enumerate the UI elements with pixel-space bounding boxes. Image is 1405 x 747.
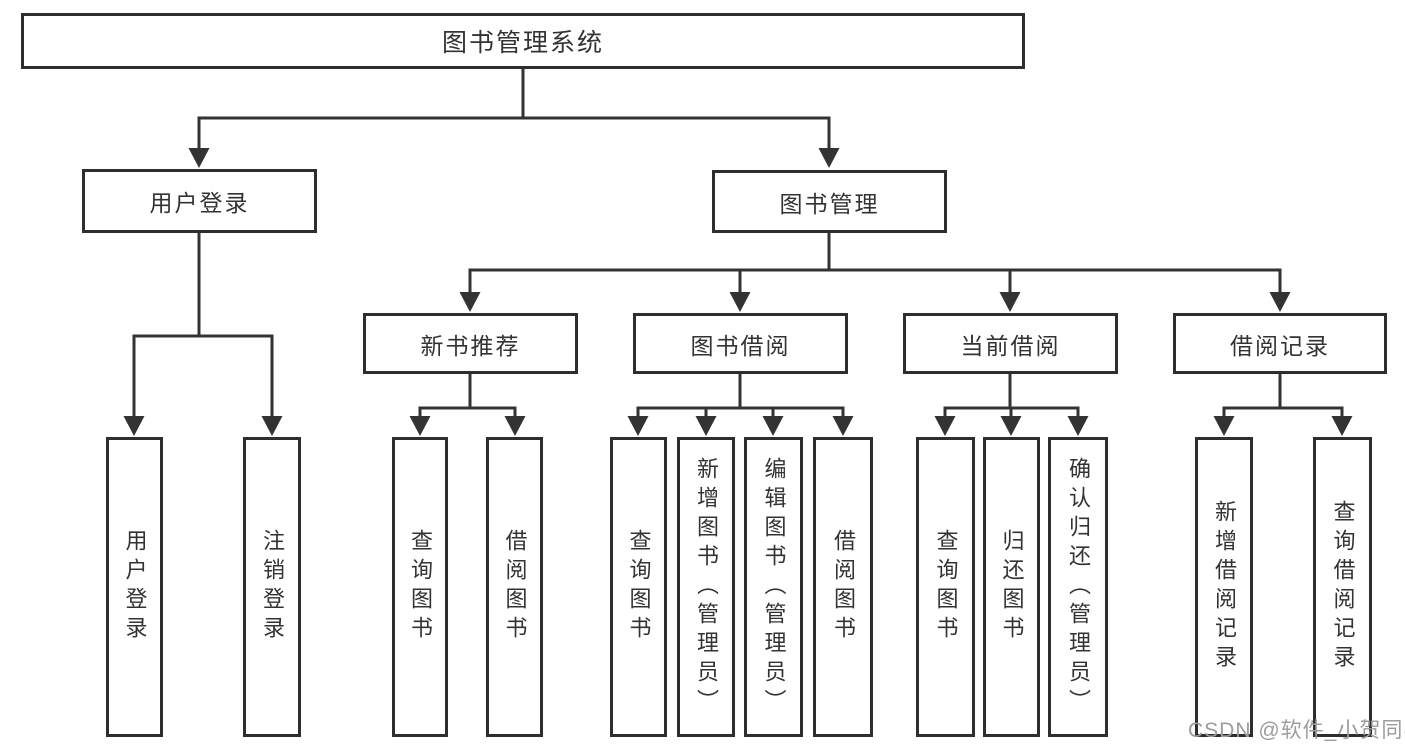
- arrow-down-icon: [459, 292, 481, 312]
- node-leaf-borrow-records-query: 查询借阅记录: [1313, 437, 1372, 737]
- arrow-down-icon: [832, 416, 854, 436]
- node-label: 查询图书: [933, 529, 959, 645]
- arrow-down-icon: [1067, 416, 1089, 436]
- arrow-down-icon: [188, 148, 210, 168]
- node-current-borrow: 当前借阅: [903, 313, 1118, 374]
- connector-root-to-level2: [188, 69, 840, 168]
- node-leaf-current-borrow-confirm: 确认归还（管理员）: [1048, 437, 1108, 737]
- connector-borrow-records-children: [1213, 374, 1353, 436]
- node-leaf-new-books-borrow: 借阅图书: [486, 437, 543, 737]
- arrow-down-icon: [695, 416, 717, 436]
- node-label: 图书管理: [779, 190, 880, 217]
- arrow-down-icon: [729, 292, 751, 312]
- arrow-down-icon: [1269, 292, 1291, 312]
- node-label: 图书管理系统: [441, 29, 604, 57]
- node-leaf-book-borrow-query: 查询图书: [610, 437, 667, 737]
- node-label: 新书推荐: [420, 332, 521, 359]
- node-leaf-new-books-query: 查询图书: [392, 437, 448, 737]
- node-leaf-logout: 注销登录: [243, 437, 301, 737]
- node-book-borrow: 图书借阅: [633, 313, 848, 374]
- node-label: 注销登录: [260, 529, 285, 645]
- node-new-books: 新书推荐: [363, 313, 578, 374]
- arrow-down-icon: [1331, 416, 1353, 436]
- arrow-down-icon: [123, 416, 145, 436]
- node-leaf-current-borrow-query: 查询图书: [916, 437, 975, 737]
- node-label: 图书借阅: [690, 332, 791, 359]
- node-label: 编辑图书（管理员）: [761, 456, 787, 718]
- node-leaf-book-borrow-add: 新增图书（管理员）: [677, 437, 735, 737]
- node-leaf-book-borrow-edit: 编辑图书（管理员）: [744, 437, 803, 737]
- arrow-down-icon: [627, 416, 649, 436]
- node-root: 图书管理系统: [21, 13, 1025, 69]
- node-label: 查询图书: [408, 529, 433, 645]
- connector-new-books-children: [409, 374, 526, 436]
- connector-current-borrow-children: [934, 374, 1089, 436]
- node-label: 借阅图书: [502, 529, 528, 645]
- node-label: 用户登录: [122, 529, 148, 645]
- node-label: 借阅记录: [1230, 332, 1330, 359]
- arrow-down-icon: [1213, 416, 1235, 436]
- node-borrow-records: 借阅记录: [1173, 313, 1387, 374]
- connector-book-borrow-children: [627, 374, 854, 436]
- node-label: 用户登录: [149, 190, 250, 216]
- node-label: 新增图书（管理员）: [694, 456, 719, 718]
- arrow-down-icon: [934, 416, 956, 436]
- arrow-down-icon: [762, 416, 784, 436]
- node-label: 查询借阅记录: [1330, 500, 1356, 674]
- arrow-down-icon: [261, 416, 283, 436]
- connector-book-mgmt-to-level3: [459, 233, 1291, 312]
- arrow-down-icon: [1000, 416, 1022, 436]
- node-leaf-book-borrow-borrow: 借阅图书: [813, 437, 873, 737]
- connector-user-login-children: [123, 233, 283, 436]
- node-leaf-user-login: 用户登录: [106, 437, 163, 737]
- node-label: 借阅图书: [831, 529, 856, 645]
- arrow-down-icon: [504, 416, 526, 436]
- node-label: 查询图书: [626, 529, 652, 645]
- arrow-down-icon: [409, 416, 431, 436]
- node-label: 确认归还（管理员）: [1066, 456, 1091, 718]
- watermark: CSDN @软件_小贺同学: [1188, 719, 1405, 742]
- arrow-down-icon: [999, 292, 1021, 312]
- node-label: 当前借阅: [960, 332, 1061, 359]
- node-label: 新增借阅记录: [1212, 500, 1237, 674]
- node-leaf-current-borrow-return: 归还图书: [983, 437, 1040, 737]
- node-book-mgmt: 图书管理: [712, 170, 947, 233]
- node-user-login: 用户登录: [82, 169, 317, 233]
- node-label: 归还图书: [999, 529, 1025, 645]
- node-leaf-borrow-records-add: 新增借阅记录: [1195, 437, 1253, 737]
- arrow-down-icon: [818, 148, 840, 168]
